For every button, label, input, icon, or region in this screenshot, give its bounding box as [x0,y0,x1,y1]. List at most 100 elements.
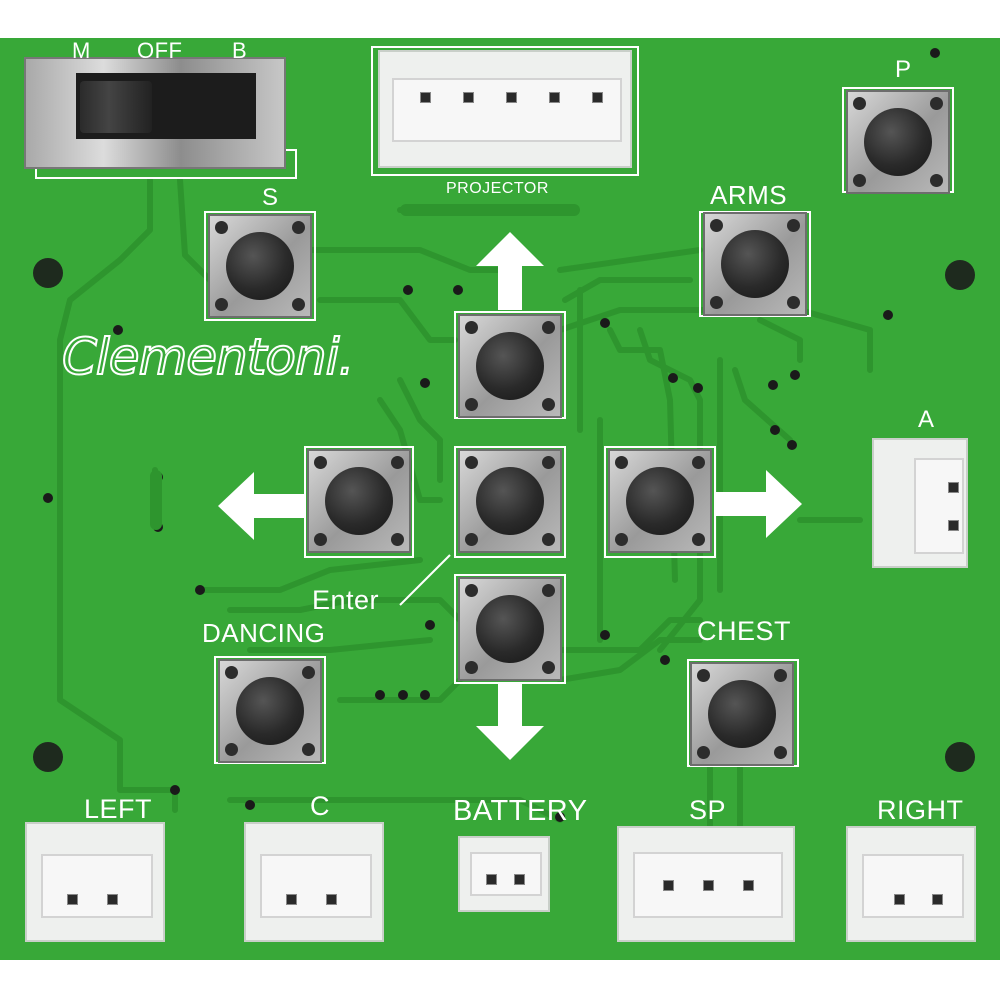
via [660,655,670,665]
button-corner [391,533,404,546]
button-s[interactable] [208,214,312,318]
label-c: C [310,791,330,821]
button-corner [710,219,723,232]
connector-pin [948,520,959,531]
label-p: P [895,56,912,83]
connector-housing [392,78,622,142]
via [245,800,255,810]
via [930,48,940,58]
button-enter[interactable] [458,449,562,553]
connector-pin [67,894,78,905]
button-corner [215,221,228,234]
mounting-hole [945,742,975,772]
button-corner [292,221,305,234]
switch-label-b: B [232,38,248,63]
battery-connector[interactable] [458,836,550,912]
arrow-down-icon [476,682,544,760]
switch-knob[interactable] [80,81,152,133]
button-corner [314,533,327,546]
button-arms[interactable] [703,212,807,316]
label-dancing: DANCING [202,618,326,648]
button-right[interactable] [608,449,712,553]
via [398,690,408,700]
label-s: S [262,184,279,211]
switch-label-m: M [72,38,91,63]
button-corner [465,533,478,546]
arrow-left-icon [218,472,304,540]
left-connector[interactable] [25,822,165,942]
button-corner [225,666,238,679]
via [170,785,180,795]
via [43,493,53,503]
button-dancing[interactable] [218,659,322,763]
connector-pin [592,92,603,103]
label-right: RIGHT [877,795,964,825]
mode-slide-switch[interactable] [24,57,286,169]
right-connector[interactable] [846,826,976,942]
button-corner [292,298,305,311]
connector-pin [663,880,674,891]
label-left: LEFT [84,794,153,824]
via [768,380,778,390]
via [693,383,703,393]
label-sp: SP [689,795,727,825]
via [600,318,610,328]
switch-track [76,73,256,139]
connector-a[interactable] [872,438,968,568]
connector-housing [914,458,964,554]
via [790,370,800,380]
via [555,812,565,822]
via [403,285,413,295]
connector-housing [470,852,542,896]
label-chest: CHEST [697,616,792,646]
mounting-hole [33,742,63,772]
button-corner [302,666,315,679]
connector-pin [107,894,118,905]
button-chest[interactable] [690,662,794,766]
button-left[interactable] [307,449,411,553]
button-corner [542,398,555,411]
connector-pin [286,894,297,905]
connector-pin [743,880,754,891]
via [600,630,610,640]
silkscreen-slot [150,470,162,530]
button-corner [465,456,478,469]
button-cap [721,230,789,298]
mounting-hole [945,260,975,290]
connector-pin [514,874,525,885]
button-corner [314,456,327,469]
button-corner [697,669,710,682]
button-corner [465,661,478,674]
button-corner [930,97,943,110]
button-corner [710,296,723,309]
connector-housing [260,854,372,918]
via [420,690,430,700]
button-cap [476,332,544,400]
button-corner [542,321,555,334]
button-corner [542,584,555,597]
c-connector[interactable] [244,822,384,942]
button-p[interactable] [846,90,950,194]
button-down[interactable] [458,577,562,681]
via [883,310,893,320]
switch-label-off: OFF [137,38,183,63]
label-projector: PROJECTOR [446,180,549,197]
projector-connector[interactable] [378,50,632,168]
via [420,378,430,388]
label-arms: ARMS [710,180,788,210]
silkscreen-slot [400,204,580,216]
button-corner [774,746,787,759]
label-enter: Enter [312,585,380,615]
via [770,425,780,435]
connector-pin [463,92,474,103]
button-cap [325,467,393,535]
button-corner [542,661,555,674]
via [453,285,463,295]
button-up[interactable] [458,314,562,418]
connector-pin [506,92,517,103]
button-corner [697,746,710,759]
sp-connector[interactable] [617,826,795,942]
button-corner [787,296,800,309]
button-corner [225,743,238,756]
connector-pin [932,894,943,905]
